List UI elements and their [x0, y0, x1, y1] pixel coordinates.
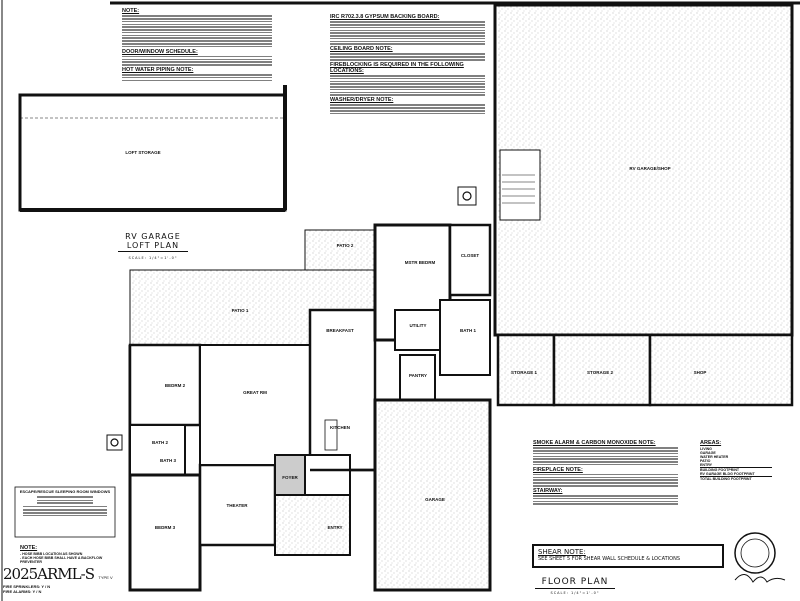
area-row: WATER HEATER — [700, 455, 729, 459]
loft-notes: NOTE: DOOR/WINDOW SCHEDULE: HOT WATER PI… — [122, 8, 272, 82]
ceiling-heading: CEILING BOARD NOTE: — [330, 46, 393, 53]
bottom-note-heading: NOTE: — [20, 545, 38, 551]
area-row: BUILDING FOOTPRINT — [700, 467, 772, 472]
fireblocking-heading: FIREBLOCKING IS REQUIRED IN THE FOLLOWIN… — [330, 61, 464, 74]
area-row: RV GARAGE BLDG FOOTPRINT — [700, 472, 755, 476]
room-label: GARAGE — [425, 497, 445, 502]
areas-heading: AREAS: — [700, 440, 722, 446]
note-line: - EACH HOSE BIBB SHALL HAVE A BACKFLOW P… — [20, 556, 103, 564]
door-window-heading: DOOR/WINDOW SCHEDULE: — [122, 48, 198, 55]
escape-window-note: ESCAPE/RESCUE SLEEPING ROOM WINDOWS — [17, 489, 113, 517]
fire-alarms: FIRE ALARMS: Y / N — [3, 589, 42, 594]
area-row: PATIO — [700, 459, 711, 463]
room-label: PATIO 2 — [336, 243, 354, 248]
room-label: STORAGE 2 — [587, 370, 613, 375]
areas-table: AREAS: LIVING GARAGE WATER HEATER PATIO … — [700, 440, 772, 481]
loft-plan — [18, 85, 287, 212]
smoke-heading: SMOKE ALARM & CARBON MONOXIDE NOTE: — [533, 440, 656, 446]
shear-note: SHEAR NOTE: SEE SHEET 5 FOR SHEAR WALL S… — [538, 548, 720, 562]
area-row: TOTAL BUILDING FOOTPRINT — [700, 476, 772, 481]
area-row: LIVING — [700, 447, 712, 451]
code-block: 2025ARML-S TYPE V FIRE SPRINKLERS: Y / N… — [3, 565, 113, 594]
loft-plan-title: RV GARAGE LOFT PLAN SCALE: 1/4"=1'-0" — [118, 232, 188, 263]
room-label: BATH 3 — [160, 458, 176, 463]
room-label: STORAGE 1 — [511, 370, 537, 375]
title-text: FLOOR PLAN — [541, 577, 609, 587]
room-label: UTILITY — [409, 323, 427, 328]
room-label: CLOSET — [460, 253, 480, 258]
room-label: PATIO 1 — [231, 308, 249, 313]
center-notes: IRC R702.3.8 GYPSUM BACKING BOARD: CEILI… — [330, 14, 485, 116]
gypsum-heading: IRC R702.3.8 GYPSUM BACKING BOARD: — [330, 14, 440, 20]
room-label: KITCHEN — [330, 425, 350, 430]
room-loft-storage: LOFT STORAGE — [125, 150, 161, 155]
escape-heading: ESCAPE/RESCUE SLEEPING ROOM WINDOWS — [19, 489, 111, 494]
shear-note-box — [532, 544, 724, 568]
area-row: ENTRY — [700, 463, 713, 467]
construction-type: TYPE V — [98, 575, 113, 580]
hose-bibb-note: NOTE: - HOSE BIBB LOCATION AS SHOWN - EA… — [20, 545, 110, 564]
shear-heading: SHEAR NOTE: — [538, 548, 586, 556]
loft-scale: SCALE: 1/4"=1'-0" — [118, 251, 188, 263]
fireplace-heading: FIREPLACE NOTE: — [533, 466, 583, 473]
main-house — [106, 186, 492, 592]
room-label: FOYER — [282, 475, 298, 480]
room-label: BATH 2 — [152, 440, 168, 445]
shear-text: SEE SHEET 5 FOR SHEAR WALL SCHEDULE & LO… — [538, 556, 681, 562]
area-row: GARAGE — [700, 451, 716, 455]
smoke-fireplace-notes: SMOKE ALARM & CARBON MONOXIDE NOTE: FIRE… — [533, 440, 678, 506]
rv-garage — [493, 3, 794, 407]
room-label: BATH 1 — [460, 328, 476, 333]
room-label: THEATER — [226, 503, 248, 508]
note-line: - HOSE BIBB LOCATION AS SHOWN — [20, 552, 83, 556]
note-heading: NOTE: — [122, 8, 140, 14]
fire-sprinklers: FIRE SPRINKLERS: Y / N — [3, 584, 51, 589]
room-label: SHOP — [693, 370, 707, 375]
floor-scale: SCALE: 1/4"=1'-0" — [535, 588, 615, 595]
washer-dryer-heading: WASHER/DRYER NOTE: — [330, 97, 394, 104]
room-label: BEDRM 3 — [154, 525, 176, 530]
room-label: PANTRY — [409, 373, 427, 378]
stairway-heading: STAIRWAY: — [533, 487, 563, 494]
title-line: LOFT PLAN — [126, 241, 180, 250]
engineer-seal — [734, 532, 786, 583]
code-logo: 2025ARML-S — [3, 565, 95, 583]
room-label: BEDRM 2 — [164, 383, 186, 388]
floor-plan-title: FLOOR PLAN SCALE: 1/4"=1'-0" — [535, 577, 615, 595]
room-label: MSTR BEDRM — [404, 260, 436, 265]
room-label: ENTRY — [327, 525, 343, 530]
room-label: RV GARAGE/SHOP — [629, 166, 671, 171]
title-line: RV GARAGE — [125, 232, 181, 241]
room-label: GREAT RM — [243, 390, 267, 395]
room-label: BREAKFAST — [326, 328, 354, 333]
hot-water-heading: HOT WATER PIPING NOTE: — [122, 66, 194, 73]
